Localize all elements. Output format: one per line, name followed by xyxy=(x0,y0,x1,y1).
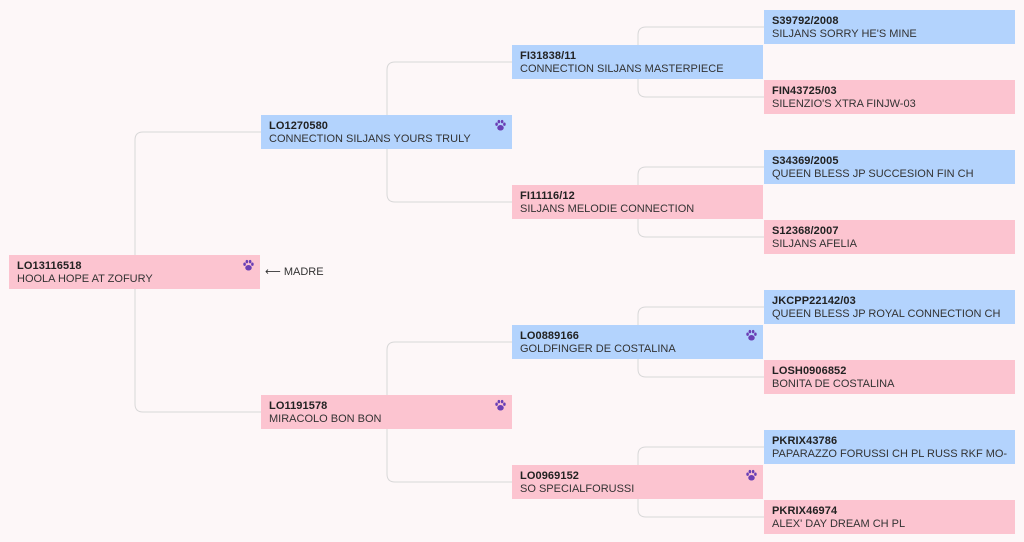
registration-number: FI11116/12 xyxy=(520,190,575,202)
pedigree-card-great-grandparent[interactable]: FIN43725/03 SILENZIO'S XTRA FINJW-03 xyxy=(764,80,1015,114)
dog-name: SILENZIO'S XTRA FINJW-03 xyxy=(772,98,916,110)
pedigree-card-dam[interactable]: LO1191578 MIRACOLO BON BON xyxy=(261,395,512,429)
pedigree-card-subject[interactable]: LO13116518 HOOLA HOPE AT ZOFURY xyxy=(9,255,260,289)
paw-icon xyxy=(242,259,255,272)
registration-number: LO1191578 xyxy=(269,400,328,412)
left-arrow-icon: ⟵ xyxy=(265,266,281,278)
pedigree-card-grandparent[interactable]: LO0969152 SO SPECIALFORUSSI xyxy=(512,465,763,499)
paw-icon xyxy=(745,329,758,342)
pedigree-card-great-grandparent[interactable]: S12368/2007 SILJANS AFELIA xyxy=(764,220,1015,254)
registration-number: LO13116518 xyxy=(17,260,82,272)
dog-name: SILJANS AFELIA xyxy=(772,238,857,250)
pedigree-card-great-grandparent[interactable]: S34369/2005 QUEEN BLESS JP SUCCESION FIN… xyxy=(764,150,1015,184)
pedigree-card-grandparent[interactable]: FI31838/11 CONNECTION SILJANS MASTERPIEC… xyxy=(512,45,763,79)
pedigree-card-great-grandparent[interactable]: PKRIX43786 PAPARAZZO FORUSSI CH PL RUSS … xyxy=(764,430,1015,464)
dam-pointer-label: MADRE xyxy=(283,266,324,278)
dog-name: SILJANS MELODIE CONNECTION xyxy=(520,203,695,215)
dam-pointer: ⟵ MADRE xyxy=(265,265,324,278)
dog-name: CONNECTION SILJANS MASTERPIECE xyxy=(520,63,724,75)
registration-number: PKRIX43786 xyxy=(772,435,838,447)
pedigree-card-sire[interactable]: LO1270580 CONNECTION SILJANS YOURS TRULY xyxy=(261,115,512,149)
pedigree-card-grandparent[interactable]: FI11116/12 SILJANS MELODIE CONNECTION xyxy=(512,185,763,219)
dog-name: CONNECTION SILJANS YOURS TRULY xyxy=(269,133,471,145)
registration-number: JKCPP22142/03 xyxy=(772,295,856,307)
dog-name: QUEEN BLESS JP SUCCESION FIN CH xyxy=(772,168,974,180)
pedigree-card-great-grandparent[interactable]: PKRIX46974 ALEX' DAY DREAM CH PL xyxy=(764,500,1015,534)
dog-name: PAPARAZZO FORUSSI CH PL RUSS RKF MO-LT xyxy=(772,448,1007,460)
registration-number: LO1270580 xyxy=(269,120,328,132)
dog-name: ALEX' DAY DREAM CH PL xyxy=(772,518,906,530)
pedigree-card-great-grandparent[interactable]: LOSH0906852 BONITA DE COSTALINA xyxy=(764,360,1015,394)
dog-name: BONITA DE COSTALINA xyxy=(772,378,895,390)
registration-number: PKRIX46974 xyxy=(772,505,838,517)
dog-name: MIRACOLO BON BON xyxy=(269,413,382,425)
dog-name: HOOLA HOPE AT ZOFURY xyxy=(17,273,153,285)
pedigree-card-great-grandparent[interactable]: JKCPP22142/03 QUEEN BLESS JP ROYAL CONNE… xyxy=(764,290,1015,324)
paw-icon xyxy=(494,399,507,412)
paw-icon xyxy=(745,469,758,482)
dog-name: GOLDFINGER DE COSTALINA xyxy=(520,343,676,355)
dog-name: QUEEN BLESS JP ROYAL CONNECTION CH xyxy=(772,308,1001,320)
registration-number: S34369/2005 xyxy=(772,155,839,167)
paw-icon xyxy=(494,119,507,132)
registration-number: LOSH0906852 xyxy=(772,365,847,377)
registration-number: LO0969152 xyxy=(520,470,579,482)
registration-number: FI31838/11 xyxy=(520,50,577,62)
registration-number: LO0889166 xyxy=(520,330,579,342)
pedigree-card-grandparent[interactable]: LO0889166 GOLDFINGER DE COSTALINA xyxy=(512,325,763,359)
registration-number: S12368/2007 xyxy=(772,225,839,237)
dog-name: SO SPECIALFORUSSI xyxy=(520,483,635,495)
registration-number: FIN43725/03 xyxy=(772,85,837,97)
registration-number: S39792/2008 xyxy=(772,15,839,27)
dog-name: SILJANS SORRY HE'S MINE xyxy=(772,28,917,40)
pedigree-card-great-grandparent[interactable]: S39792/2008 SILJANS SORRY HE'S MINE xyxy=(764,10,1015,44)
